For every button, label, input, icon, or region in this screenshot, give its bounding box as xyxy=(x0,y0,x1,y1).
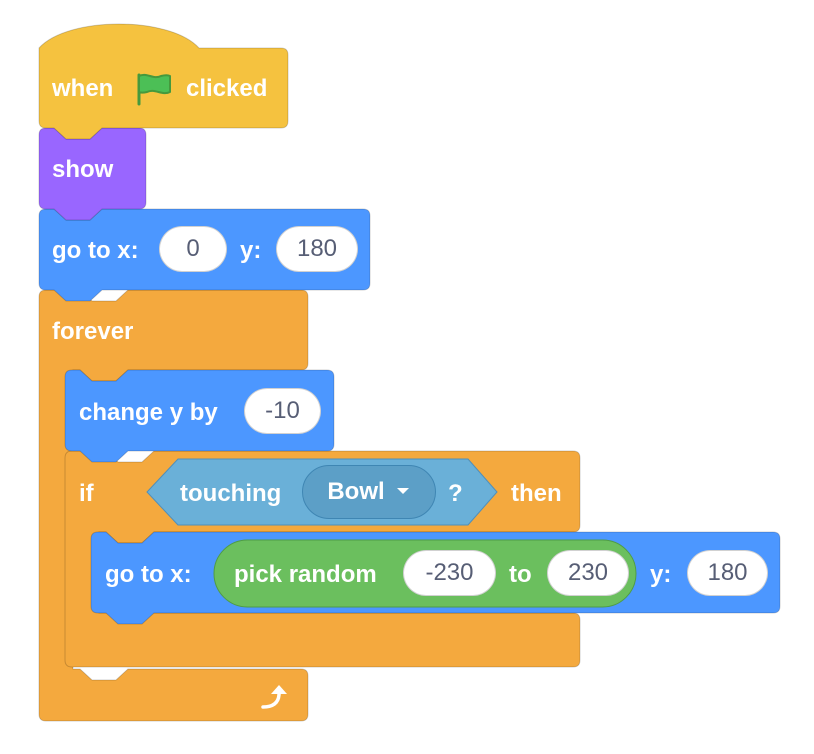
change-y-label: change y by xyxy=(79,399,218,426)
forever-block[interactable] xyxy=(38,289,309,722)
change-y-value-field[interactable]: -10 xyxy=(244,388,321,434)
show-block[interactable] xyxy=(38,127,147,221)
touching-target-dropdown[interactable]: Bowl xyxy=(302,465,436,519)
show-label: show xyxy=(52,156,114,183)
y-value-field[interactable]: 180 xyxy=(276,226,358,272)
loop-arrow-icon xyxy=(258,683,290,716)
clicked-label: clicked xyxy=(186,75,268,102)
go-to-x-label-2: go to x: xyxy=(105,561,192,588)
if-label: if xyxy=(79,480,94,507)
green-flag-icon xyxy=(135,72,175,111)
y-label-2: y: xyxy=(650,561,672,588)
when-label: when xyxy=(52,75,114,102)
touching-label: touching xyxy=(180,480,282,507)
touching-target-value: Bowl xyxy=(327,478,385,505)
y-value-field-2[interactable]: 180 xyxy=(687,550,768,596)
question-mark-label: ? xyxy=(448,480,463,507)
y-label: y: xyxy=(240,237,262,264)
go-to-x-label: go to x: xyxy=(52,237,139,264)
to-label: to xyxy=(509,561,532,588)
pick-random-label: pick random xyxy=(234,561,377,588)
dropdown-arrow-icon xyxy=(395,483,411,501)
x-value-field[interactable]: 0 xyxy=(159,226,227,272)
forever-label: forever xyxy=(52,318,134,345)
random-from-field[interactable]: -230 xyxy=(403,550,496,596)
random-to-field[interactable]: 230 xyxy=(547,550,629,596)
then-label: then xyxy=(511,480,562,507)
